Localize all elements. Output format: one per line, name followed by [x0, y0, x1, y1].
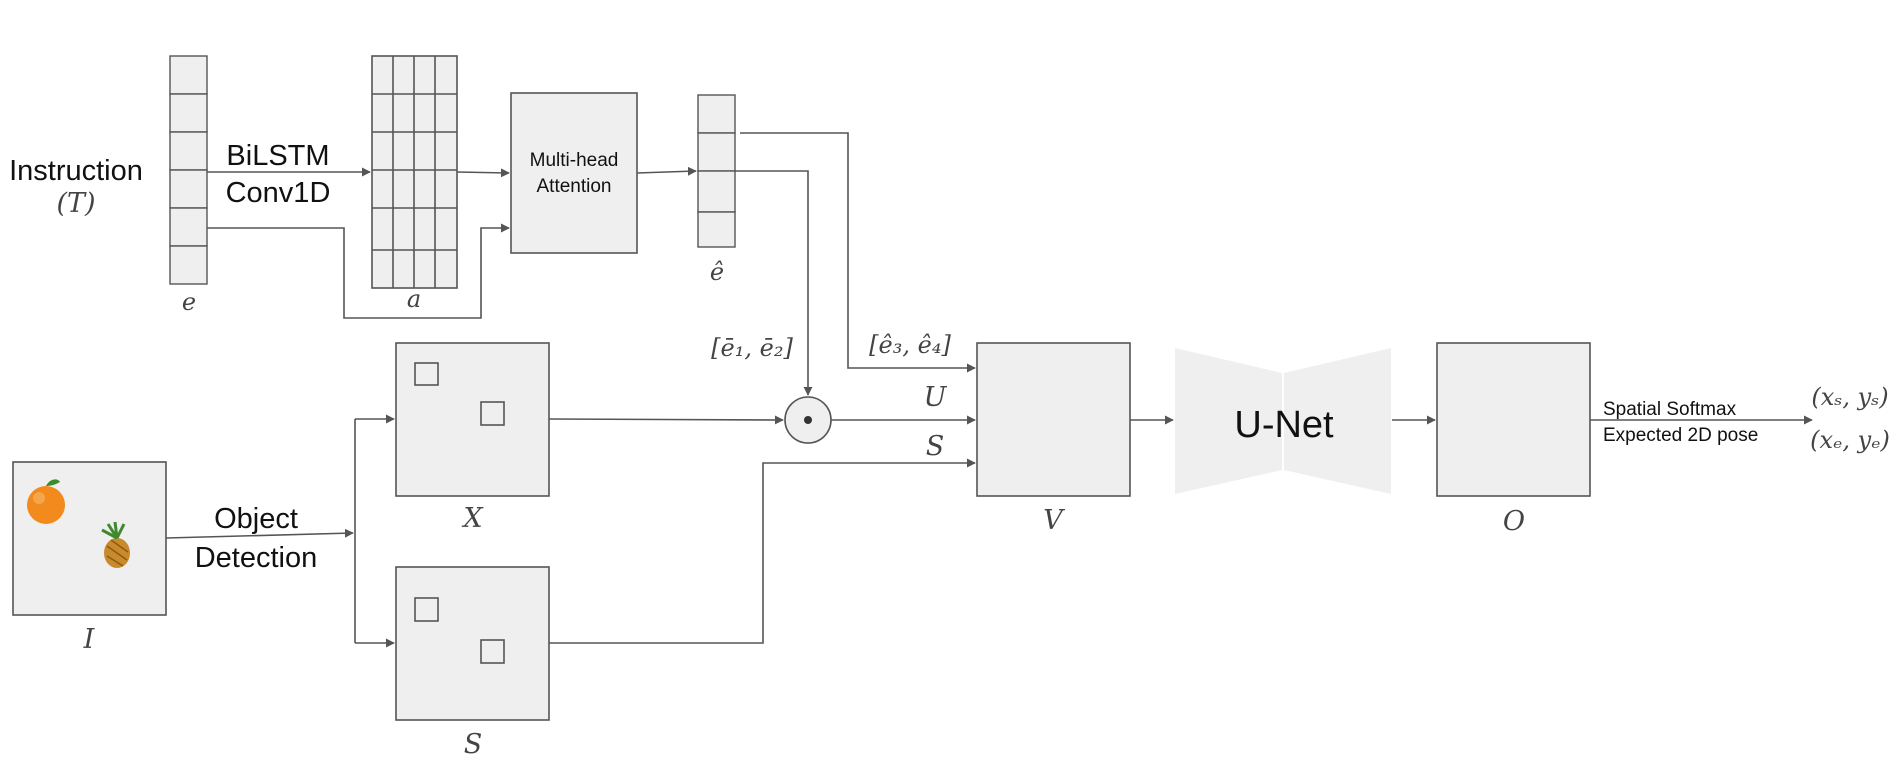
unet-label: U-Net	[1234, 404, 1334, 446]
arrow-attention-to-e-hat	[636, 166, 697, 176]
label-s-input: S	[926, 431, 945, 462]
softmax-label-line2: Expected 2D pose	[1603, 425, 1758, 446]
label-image-i: I	[83, 624, 96, 655]
instruction-symbol: (T)	[56, 188, 95, 219]
x-map-object-box-1	[414, 362, 439, 386]
label-o: O	[1503, 506, 1525, 537]
softmax-label-line1: Spatial Softmax	[1603, 399, 1737, 420]
label-e-hat: ê	[710, 258, 724, 286]
x-map-object-box-2	[480, 401, 505, 426]
s-map-box	[395, 566, 550, 721]
label-u-input: U	[924, 382, 948, 413]
orange-icon	[27, 479, 65, 524]
label-e: e	[182, 288, 196, 316]
arrow-e-to-attention-skip	[207, 223, 510, 319]
arrow-x-to-hadamard	[548, 415, 784, 425]
s-map-object-box-1	[414, 597, 439, 622]
attended-vector-e-hat	[697, 94, 736, 248]
arrow-s-to-v	[549, 458, 976, 644]
multihead-attention-box	[510, 92, 638, 254]
label-e-hat-pair: [ê₃, ê₄]	[869, 331, 951, 359]
v-box	[976, 342, 1131, 497]
object-detection-label-line2: Detection	[195, 542, 318, 574]
o-box	[1436, 342, 1591, 497]
instruction-label: Instruction	[9, 155, 143, 187]
unet-block	[1175, 348, 1391, 494]
label-a: a	[407, 285, 421, 313]
label-e-bar-pair: [ē₁, ē₂]	[711, 334, 793, 362]
attention-label-line1: Multi-head	[530, 150, 619, 171]
arrow-e-hat-to-hadamard	[735, 170, 813, 396]
embedding-vector-e	[169, 55, 208, 285]
label-s-map: S	[464, 729, 483, 760]
conv1d-label: Conv1D	[226, 177, 331, 209]
arrow-a-to-attention	[456, 168, 510, 178]
pineapple-icon	[101, 521, 130, 568]
label-v: V	[1043, 505, 1065, 536]
label-x-map: X	[461, 503, 484, 534]
s-map-object-box-2	[480, 639, 505, 664]
attention-label-line2: Attention	[537, 176, 612, 197]
bilstm-label: BiLSTM	[226, 140, 329, 172]
start-pose-label: (xₛ, yₛ)	[1811, 383, 1888, 411]
object-detection-label-line1: Object	[214, 503, 298, 535]
end-pose-label: (xₑ, yₑ)	[1810, 426, 1890, 454]
input-image-box	[12, 461, 167, 616]
feature-matrix-a	[371, 55, 458, 289]
arrow-image-to-detection	[165, 528, 354, 539]
arrow-e-hat-to-v	[740, 132, 976, 373]
